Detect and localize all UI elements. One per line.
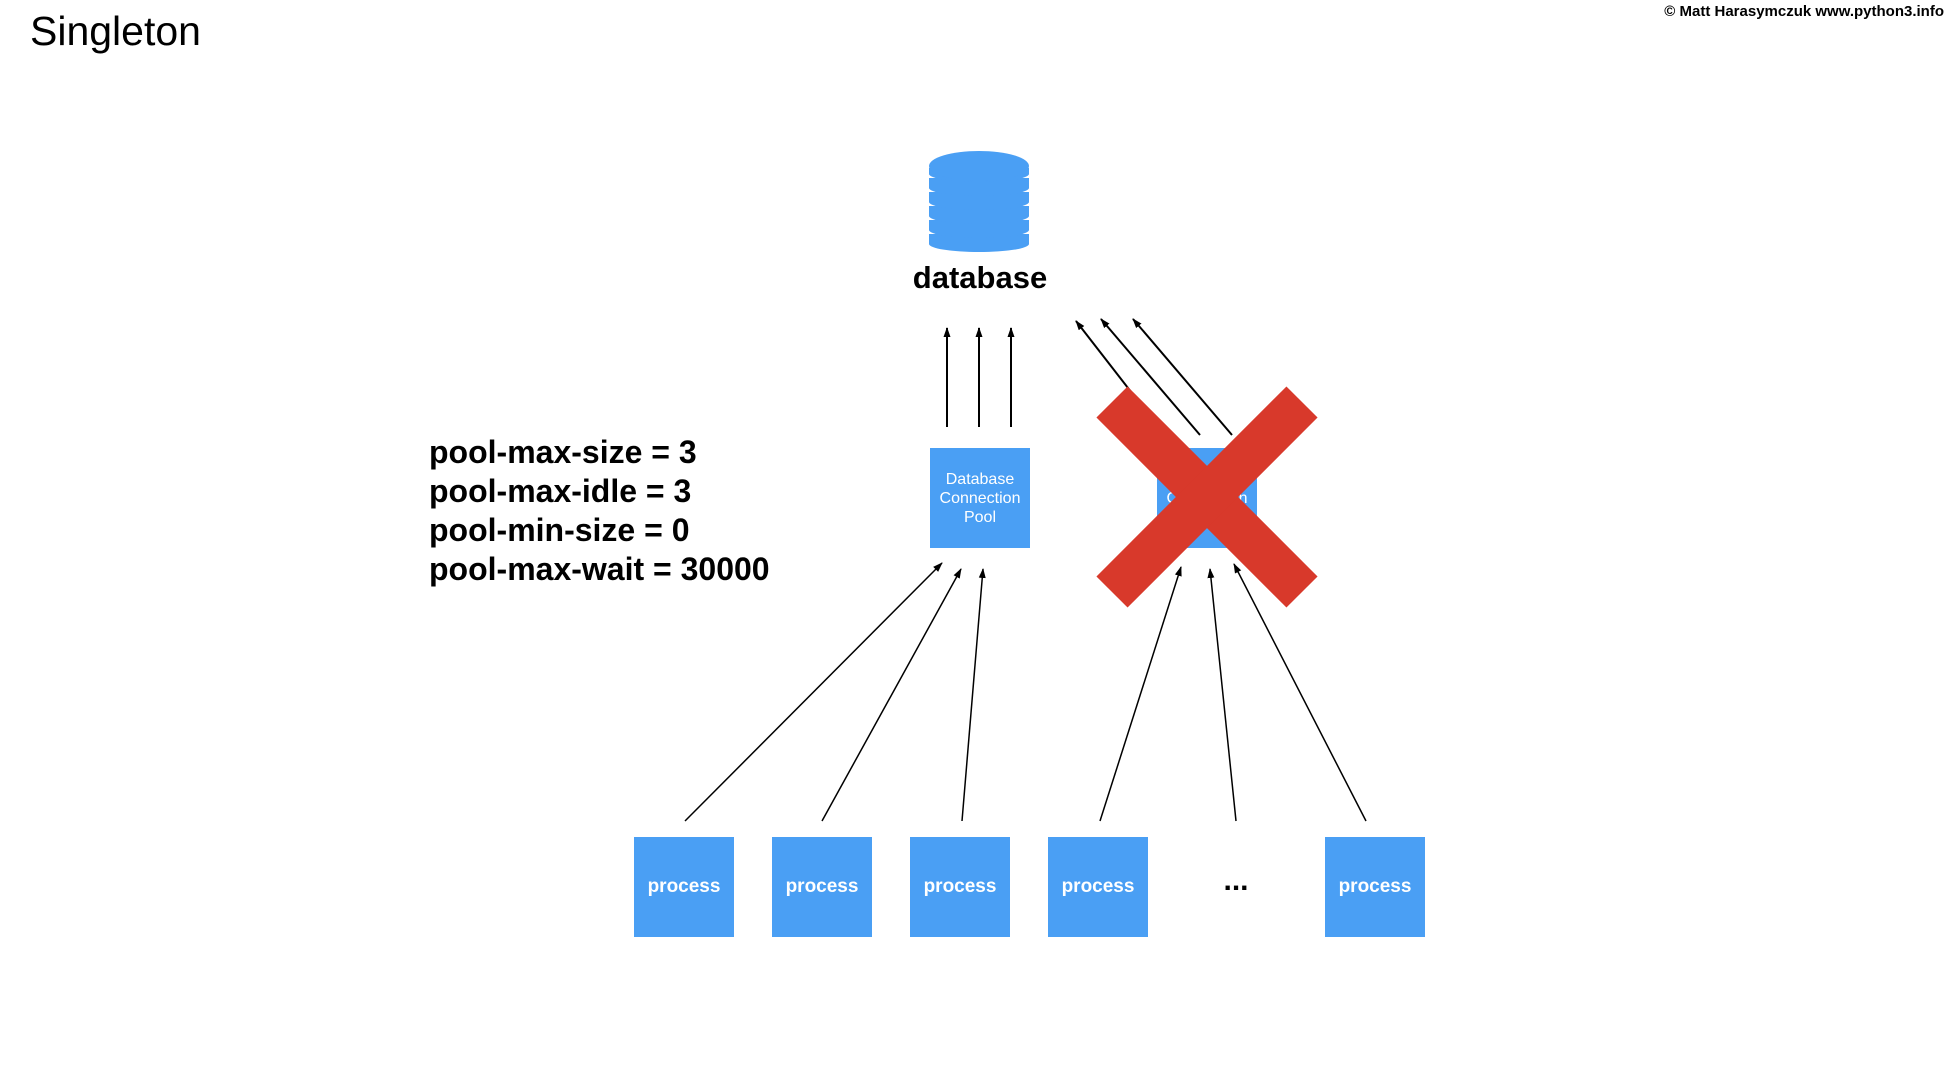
- slide-title: Singleton: [30, 8, 201, 54]
- process-to-pool-arrow: [821, 568, 962, 822]
- process-to-crossed-pool-arrow: [1233, 563, 1367, 822]
- process-label: process: [647, 876, 721, 897]
- copyright-text: © Matt Harasymczuk www.python3.info: [1664, 3, 1944, 20]
- process-label: process: [1061, 876, 1135, 897]
- more-processes-ellipsis: ...: [1223, 864, 1249, 897]
- process-box: process: [772, 837, 872, 937]
- process-to-pool-arrow: [961, 568, 986, 822]
- connection-pool-label: Database Connection Pool: [939, 470, 1021, 526]
- process-label: process: [1338, 876, 1412, 897]
- connection-pool-box: Database Connection Pool: [930, 448, 1030, 548]
- config-line-max-idle: pool-max-idle = 3: [429, 473, 692, 509]
- process-box: process: [634, 837, 734, 937]
- process-to-pool-arrow: [684, 562, 943, 822]
- process-box: process: [1325, 837, 1425, 937]
- process-label: process: [785, 876, 859, 897]
- database-icon: [929, 151, 1029, 252]
- crossed-pool-to-db-arrow: [1132, 318, 1233, 436]
- process-box: process: [910, 837, 1010, 937]
- crossed-pool-to-db-arrow: [1075, 320, 1136, 398]
- process-to-crossed-pool-arrow: [1207, 568, 1237, 822]
- process-box: process: [1048, 837, 1148, 937]
- pool-config: pool-max-size = 3 pool-max-idle = 3 pool…: [429, 433, 770, 589]
- config-line-min-size: pool-min-size = 0: [429, 512, 690, 548]
- database-label: database: [912, 260, 1048, 295]
- red-x-icon: [1096, 386, 1318, 608]
- config-line-max-size: pool-max-size = 3: [429, 434, 697, 470]
- crossed-pool-to-db-arrow: [1100, 318, 1201, 436]
- process-to-crossed-pool-arrow: [1099, 566, 1182, 822]
- config-line-max-wait: pool-max-wait = 30000: [429, 551, 770, 587]
- process-label: process: [923, 876, 997, 897]
